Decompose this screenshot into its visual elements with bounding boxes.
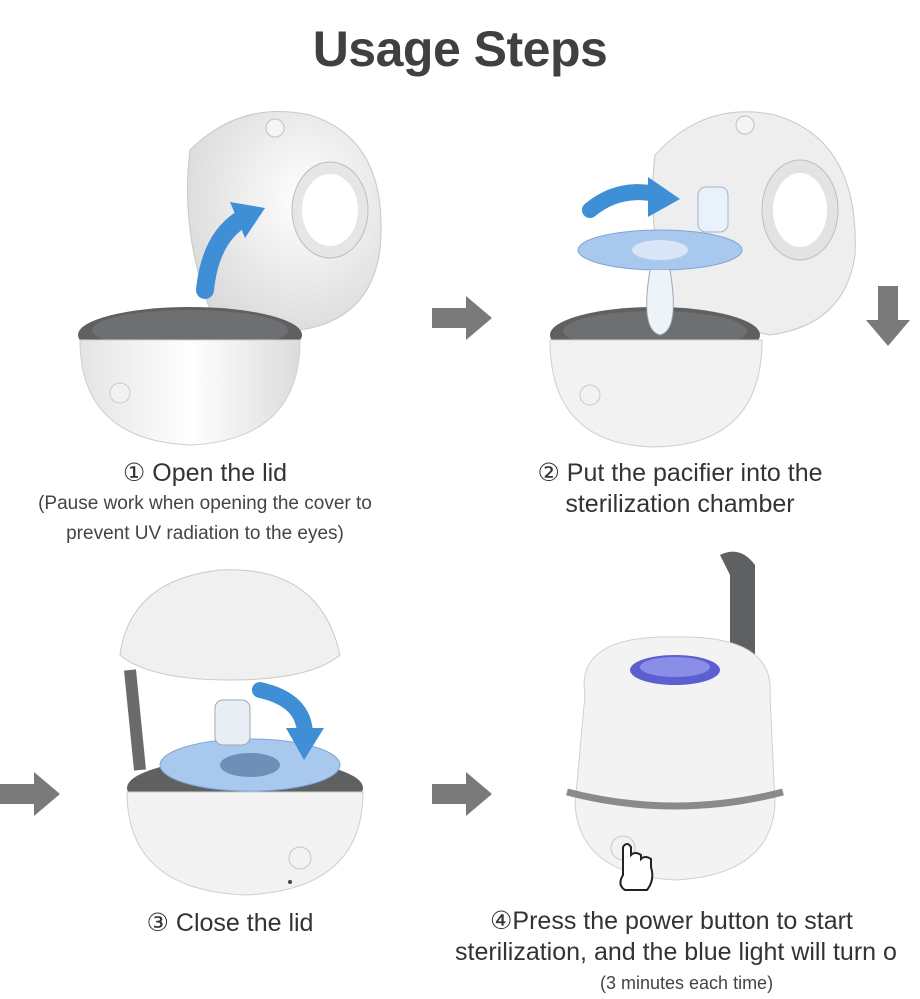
right-arrow-icon — [432, 296, 494, 345]
page-title: Usage Steps — [312, 21, 608, 77]
step-3-illustration — [110, 560, 370, 900]
step-4-caption: ④Press the power button to start sterili… — [455, 906, 920, 998]
step-2-label-line-1: ② Put the pacifier into the — [537, 459, 823, 487]
step-3-label: ③ Close the lid — [146, 909, 314, 937]
step-1-note-line-2: prevent UV radiation to the eyes) — [66, 523, 344, 544]
step-4-label-line-1: ④Press the power button to start — [490, 907, 853, 935]
step-1-illustration — [60, 90, 400, 460]
step-2-illustration — [540, 95, 870, 460]
down-arrow-icon — [866, 286, 910, 353]
step-2-label-line-2: sterilization chamber — [565, 490, 795, 518]
step-4-label-line-2: sterilization, and the blue light will t… — [455, 938, 897, 966]
step-1-label: ① Open the lid — [122, 459, 288, 487]
step-2-caption: ② Put the pacifier into the sterilizatio… — [470, 458, 890, 520]
step-1-note-line-1: (Pause work when opening the cover to — [38, 493, 372, 514]
step-4-note: (3 minutes each time) — [600, 973, 774, 993]
step-4-illustration — [555, 545, 805, 905]
right-arrow-icon — [432, 772, 494, 821]
step-1-caption: ① Open the lid (Pause work when opening … — [0, 458, 410, 549]
step-3-caption: ③ Close the lid — [70, 908, 390, 939]
right-arrow-icon — [0, 772, 62, 821]
